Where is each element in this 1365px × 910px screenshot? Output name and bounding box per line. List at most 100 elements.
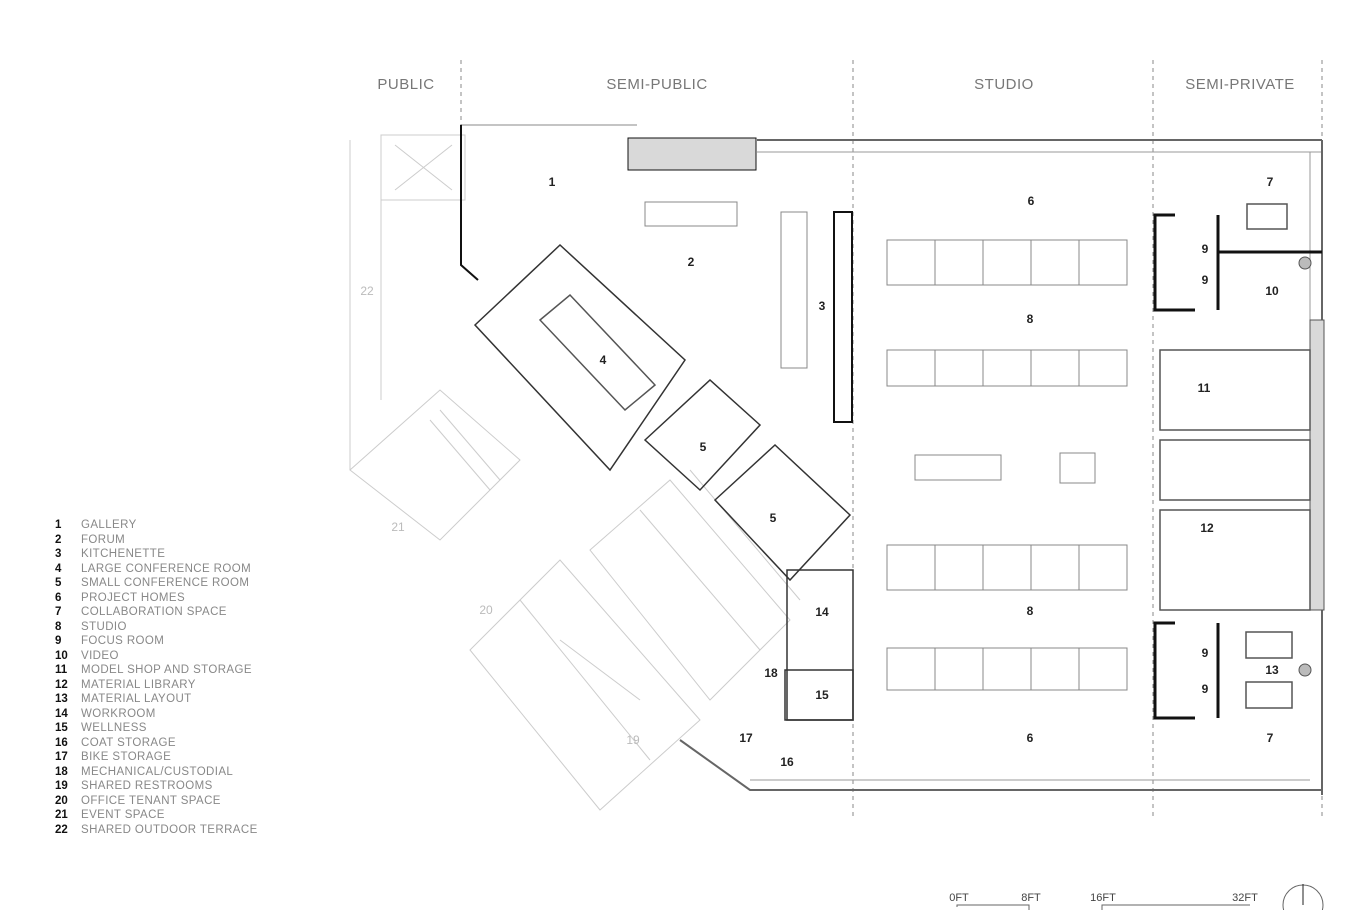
desk xyxy=(934,239,984,286)
table xyxy=(914,454,1002,481)
desk xyxy=(886,647,936,691)
legend-number: 12 xyxy=(55,678,68,691)
zone-label-public: PUBLIC xyxy=(377,76,435,93)
legend-number: 6 xyxy=(55,591,62,604)
room-number: 8 xyxy=(1026,312,1034,326)
room-number: 21 xyxy=(391,520,405,534)
desk xyxy=(1078,647,1128,691)
legend-room-name: SHARED OUTDOOR TERRACE xyxy=(81,823,258,836)
column-icon xyxy=(1298,663,1312,677)
desk xyxy=(982,239,1032,286)
legend-item: 3 KITCHENETTE xyxy=(55,547,258,562)
legend-room-name: KITCHENETTE xyxy=(81,548,166,560)
desk xyxy=(982,349,1032,387)
desk xyxy=(1078,239,1128,286)
room-number: 6 xyxy=(1027,194,1035,208)
desk xyxy=(934,544,984,591)
room-number: 6 xyxy=(1026,731,1034,745)
legend-number: 11 xyxy=(55,664,68,676)
forum-table xyxy=(644,201,738,227)
room-number: 18 xyxy=(764,666,778,680)
room-number: 1 xyxy=(548,175,556,189)
legend-room-name: WELLNESS xyxy=(81,722,147,734)
legend-number: 1 xyxy=(55,519,62,531)
room-number: 5 xyxy=(699,440,707,454)
room-number: 7 xyxy=(1266,175,1274,189)
scale-label: 16FT xyxy=(1090,892,1116,904)
kitchenette-island xyxy=(780,211,808,369)
room-number: 3 xyxy=(818,299,826,313)
legend-item: 17 BIKE STORAGE xyxy=(55,750,258,765)
core-wall xyxy=(1309,319,1325,611)
room-number: 15 xyxy=(815,688,829,702)
legend-item: 22 SHARED OUTDOOR TERRACE xyxy=(55,823,258,838)
legend-number: 4 xyxy=(55,562,62,575)
scale-label: 8FT xyxy=(1021,892,1041,904)
room-number: 12 xyxy=(1200,521,1214,535)
conference-rooms xyxy=(473,243,854,721)
room-number: 9 xyxy=(1201,682,1209,696)
legend-number: 13 xyxy=(55,693,68,705)
room-number: 5 xyxy=(769,511,777,525)
room-number: 9 xyxy=(1201,646,1209,660)
room-number: 11 xyxy=(1197,381,1211,395)
adjacent-spaces xyxy=(349,134,801,811)
desk xyxy=(886,544,936,591)
legend-room-name: MECHANICAL/CUSTODIAL xyxy=(81,765,234,778)
legend-item: 18 MECHANICAL/CUSTODIAL xyxy=(55,765,258,780)
scale-label: 0FT xyxy=(949,892,969,904)
room-number: 17 xyxy=(739,731,753,745)
desk xyxy=(982,647,1032,691)
kitchenette-counter xyxy=(833,211,853,423)
desk xyxy=(1030,239,1080,286)
legend-room-name: GALLERY xyxy=(81,519,137,531)
legend-number: 17 xyxy=(55,751,68,763)
legend-room-name: OFFICE TENANT SPACE xyxy=(81,794,221,807)
desk xyxy=(886,239,936,286)
zone-label-semi-public: SEMI-PUBLIC xyxy=(606,76,708,93)
legend-item: 20 OFFICE TENANT SPACE xyxy=(55,794,258,809)
legend-room-name: FORUM xyxy=(81,533,126,546)
room-number: 20 xyxy=(479,603,493,617)
focus-rooms xyxy=(1153,213,1322,720)
legend-room-name: MATERIAL LIBRARY xyxy=(81,678,196,691)
legend-room-name: LARGE CONFERENCE ROOM xyxy=(81,562,252,575)
legend-room-name: BIKE STORAGE xyxy=(81,751,172,763)
room-number: 22 xyxy=(360,284,374,298)
zone-label-studio: STUDIO xyxy=(974,76,1034,93)
legend-room-name: FOCUS ROOM xyxy=(81,635,165,647)
legend-number: 9 xyxy=(55,635,62,647)
legend-item: 1 GALLERY xyxy=(55,518,258,533)
legend-item: 13 MATERIAL LAYOUT xyxy=(55,692,258,707)
desk xyxy=(1030,349,1080,387)
legend-room-name: MODEL SHOP AND STORAGE xyxy=(81,664,252,676)
room-number: 8 xyxy=(1026,604,1034,618)
room-number: 9 xyxy=(1201,242,1209,256)
room-number: 10 xyxy=(1265,284,1279,298)
legend-room-name: STUDIO xyxy=(81,620,127,633)
exterior-walls xyxy=(460,124,1323,795)
legend-number: 3 xyxy=(55,548,62,560)
legend-number: 7 xyxy=(55,606,62,618)
room-number: 19 xyxy=(626,733,640,747)
legend-room-name: VIDEO xyxy=(81,649,119,662)
legend-room-name: MATERIAL LAYOUT xyxy=(81,693,192,705)
table xyxy=(1059,452,1096,484)
legend-number: 20 xyxy=(55,794,68,807)
legend-number: 18 xyxy=(55,765,68,778)
legend-room-name: SHARED RESTROOMS xyxy=(81,780,213,792)
desk xyxy=(886,349,936,387)
legend-number: 21 xyxy=(55,809,68,821)
room-number: 13 xyxy=(1265,663,1279,677)
legend-number: 22 xyxy=(55,823,68,836)
room-number: 7 xyxy=(1266,731,1274,745)
desk xyxy=(1030,544,1080,591)
